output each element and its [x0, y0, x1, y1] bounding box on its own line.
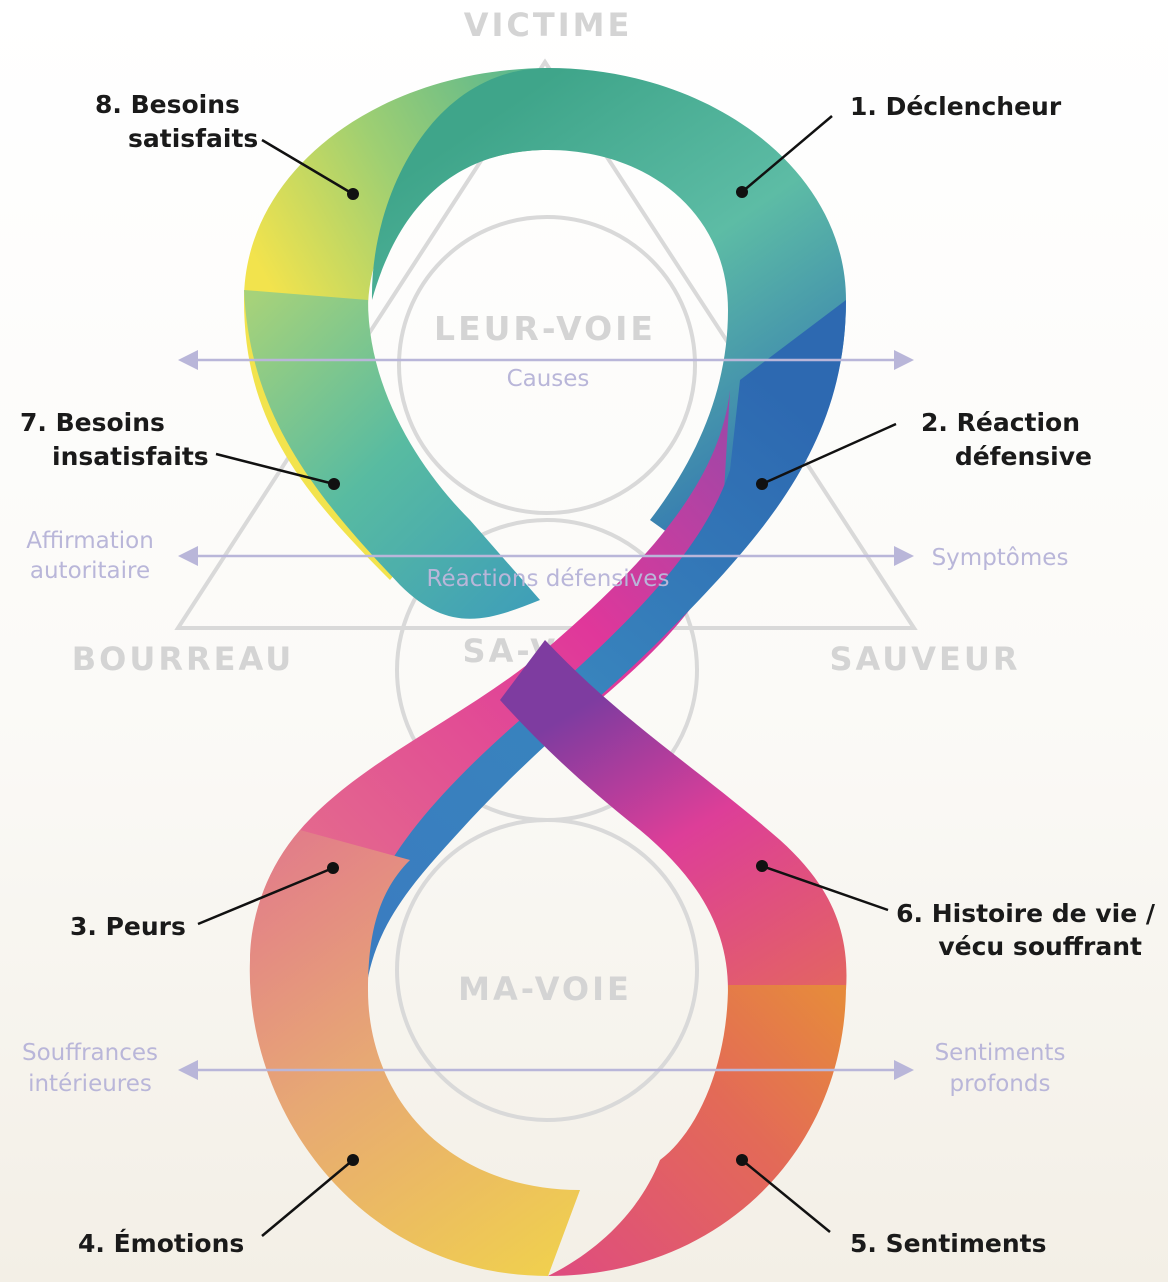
axis-label-suffering-2: intérieures — [28, 1071, 152, 1097]
dot-step-2 — [756, 478, 768, 490]
axis-label-deep-feelings-1: Sentiments — [935, 1040, 1066, 1066]
ribbon-lower-bottom-right — [548, 985, 846, 1276]
axis-label-affirmation-2: autoritaire — [30, 558, 150, 584]
dot-step-3 — [327, 862, 339, 874]
leader-step-1 — [741, 115, 833, 193]
zone-upper-label: LEUR-VOIE — [434, 309, 656, 348]
infinity-ribbon — [244, 68, 847, 1276]
step-8-label-line2: satisfaits — [128, 124, 258, 153]
step-8-label-line1: 8. Besoins — [95, 90, 240, 119]
leader-step-3 — [197, 866, 334, 926]
circle-lower — [395, 818, 699, 1122]
step-6-label-line2: vécu souffrant — [938, 932, 1142, 961]
step-1-label: 1. Déclencheur — [850, 92, 1062, 121]
step-7-label-line1: 7. Besoins — [20, 408, 165, 437]
step-4-label: 4. Émotions — [78, 1229, 244, 1258]
axis-label-defensive: Réactions défensives — [427, 566, 670, 592]
ribbon-magenta-band — [250, 390, 730, 960]
axis-label-deep-feelings-2: profonds — [950, 1071, 1051, 1097]
step-dots — [327, 186, 768, 1166]
ribbon-left-lobe — [244, 290, 540, 619]
dot-step-5 — [736, 1154, 748, 1166]
zone-lower-label: MA-VOIE — [458, 970, 632, 1008]
ribbon-lower-right — [500, 640, 847, 990]
ribbon-blue-band — [366, 300, 846, 990]
axis-label-symptoms: Symptômes — [932, 545, 1069, 571]
axes — [178, 350, 914, 1080]
dot-step-8 — [347, 188, 359, 200]
ribbon-lower-left — [249, 830, 580, 1276]
dot-step-6 — [756, 860, 768, 872]
circle-upper — [397, 215, 697, 515]
step-2-label-line1: 2. Réaction — [921, 408, 1080, 437]
leader-step-6 — [761, 864, 889, 912]
step-3-label: 3. Peurs — [70, 912, 186, 941]
leader-step-5 — [741, 1159, 831, 1233]
axis-label-suffering-1: Souffrances — [22, 1040, 158, 1066]
role-rescuer: SAUVEUR — [829, 640, 1020, 678]
step-5-label: 5. Sentiments — [850, 1229, 1047, 1258]
leader-step-7 — [215, 452, 335, 486]
leader-step-2 — [761, 422, 897, 486]
step-2-label-line2: défensive — [955, 442, 1092, 471]
leaders — [197, 115, 897, 1237]
ribbon-upper-right — [371, 68, 846, 570]
step-7-label-line2: insatisfaits — [52, 442, 209, 471]
axis-label-causes: Causes — [507, 366, 590, 392]
step-6-label-line1: 6. Histoire de vie / — [896, 899, 1156, 928]
dot-step-7 — [328, 478, 340, 490]
role-victim: VICTIME — [464, 6, 633, 44]
axis-label-affirmation-1: Affirmation — [26, 528, 154, 554]
leader-step-8 — [261, 138, 354, 196]
dot-step-1 — [736, 186, 748, 198]
dot-step-4 — [347, 1154, 359, 1166]
leader-step-4 — [261, 1159, 354, 1237]
role-persecutor: BOURREAU — [72, 640, 294, 678]
